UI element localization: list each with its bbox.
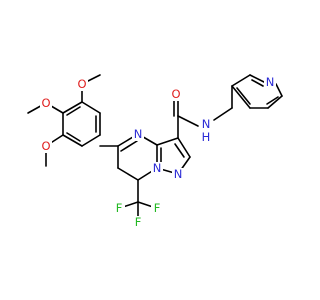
bond [177, 137, 191, 158]
molecule-structure-diagram: O O O O N N N N H N F F F [27, 74, 283, 229]
bond [267, 95, 283, 109]
bond [231, 85, 251, 109]
atom-label-nitrogen: N [174, 167, 183, 181]
bond [120, 140, 138, 152]
bond [213, 107, 233, 121]
atom-label-fluorine: F [154, 201, 161, 215]
bond [81, 101, 101, 114]
bond [266, 96, 279, 105]
atom-label-fluorine: F [135, 215, 142, 229]
bond [275, 83, 283, 97]
bond [156, 137, 179, 146]
bond [117, 167, 139, 181]
atom-labels: O O O O N N N N H N F F F [40, 75, 276, 229]
bond [66, 106, 81, 116]
bond [249, 74, 265, 83]
atom-label-oxygen: O [41, 96, 50, 110]
bond [236, 87, 251, 105]
atom-label-nitrogen: N [202, 117, 211, 131]
molecule-svg: O O O O N N N N H N F F F [27, 74, 283, 229]
bond [251, 79, 264, 87]
atom-label-nitrogen: N [153, 161, 162, 175]
methoxy-bonds [27, 74, 101, 167]
pyridine-ring [231, 74, 283, 109]
bond [66, 132, 81, 142]
bond [177, 115, 199, 127]
bond [81, 134, 101, 147]
trimethoxyphenyl-ring [62, 101, 101, 147]
amide-bonds [173, 85, 233, 139]
bond [62, 101, 83, 114]
atom-label-oxygen: O [41, 139, 50, 153]
bond [174, 143, 185, 158]
atom-label-nitrogen: N [134, 127, 143, 141]
atom-label-hydrogen: H [202, 130, 211, 144]
atom-label-oxygen: O [77, 77, 86, 91]
bond [62, 134, 83, 147]
bond [231, 74, 251, 87]
atom-label-fluorine: F [116, 201, 123, 215]
atom-label-nitrogen: N [266, 75, 275, 89]
atom-label-oxygen: O [171, 87, 180, 101]
